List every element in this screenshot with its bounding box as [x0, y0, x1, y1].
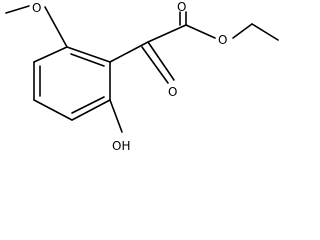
ester-carbonyl-oxygen-label: O	[177, 0, 186, 14]
bond-ring-c3-c4	[71, 99, 111, 121]
bond-ethyl-methyl	[251, 23, 279, 41]
ester-ether-oxygen-label: O	[218, 33, 227, 47]
bond-ketone-co-second	[141, 46, 169, 84]
bond-ring-ketone-carbon	[109, 41, 149, 63]
bond-ester-ether-o	[185, 24, 216, 39]
bond-methoxy-o-ring	[44, 6, 68, 48]
bond-ring-inner-double-2	[71, 96, 105, 114]
bond-ether-ethyl	[232, 23, 253, 39]
bond-ring-c6-c1	[33, 46, 68, 63]
bond-ring-hydroxyl	[109, 99, 123, 133]
bond-ketone-ester-carbon	[147, 24, 187, 43]
ketone-oxygen-label: O	[168, 85, 177, 99]
bond-methyl-methoxy-o	[5, 5, 30, 14]
hydroxyl-label: OH	[112, 139, 130, 153]
chemical-structure: O O O O OH	[5, 0, 279, 153]
bond-ring-c1-c2	[66, 46, 111, 63]
bond-ring-c4-c5	[33, 99, 73, 121]
methoxy-oxygen-label: O	[32, 1, 41, 15]
bond-ketone-co	[147, 41, 175, 81]
bond-ring-inner-double-3	[70, 53, 105, 67]
